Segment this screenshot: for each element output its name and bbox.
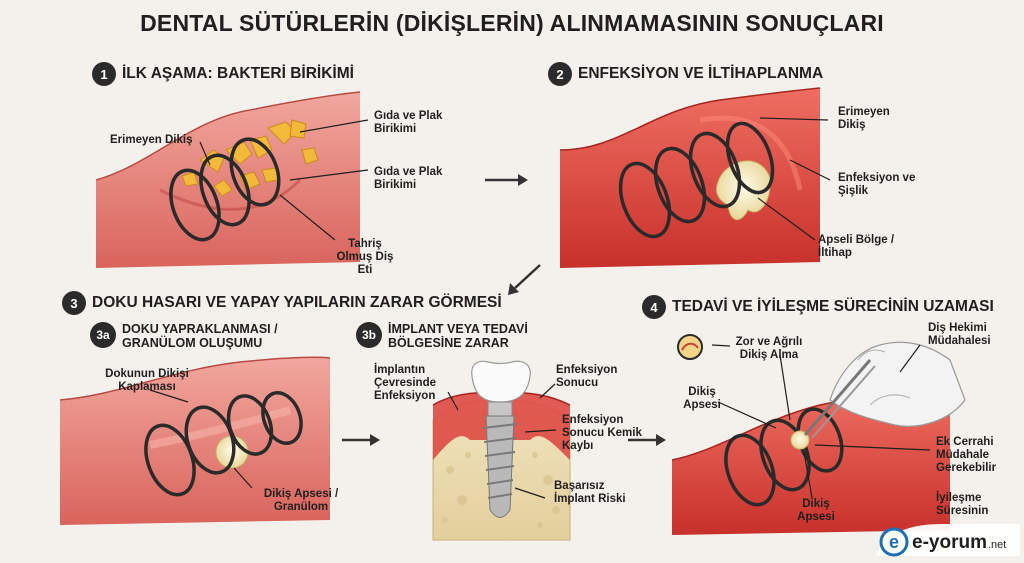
label-p4-abscess-1: Dikiş Apsesi <box>683 386 721 411</box>
suture-coil-3a <box>144 391 303 497</box>
panel-2-gum-illustration <box>559 87 822 268</box>
label-p3a-abscess: Dikiş Apsesi / Granülom <box>263 488 339 513</box>
implant-screw <box>482 415 518 518</box>
label-p3b-result: Enfeksiyon Sonucu <box>556 364 618 389</box>
step-1-label: İLK AŞAMA: BAKTERİ BİRİKİMİ <box>122 65 354 82</box>
step-1-badge: 1 <box>92 62 116 86</box>
suture-coil-2 <box>618 121 775 239</box>
step-2-label: ENFEKSİYON VE İLTİHAPLANMA <box>578 65 824 82</box>
arrow-2-to-3 <box>508 264 541 295</box>
logo-suffix: .net <box>988 539 1006 551</box>
label-p3b-around: İmplantın Çevresinde Enfeksiyon <box>374 364 437 402</box>
label-p4-healing: İyileşme Süresinin <box>936 492 989 517</box>
step-2-header: 2 ENFEKSİYON VE İLTİHAPLANMA <box>548 62 823 86</box>
substep-3b-header: 3b İMPLANT VEYA TEDAVİ BÖLGESİNE ZARAR <box>356 322 546 350</box>
logo-text: e-yorum <box>912 532 987 553</box>
label-p4-surgery: Ek Cerrahi Müdahale Gerekebilir <box>936 436 997 474</box>
suture-coil-1 <box>169 137 281 242</box>
step-2-badge: 2 <box>548 62 572 86</box>
label-p1-suture: Erimeyen Dikiş <box>110 134 193 146</box>
label-p3a-cover: Dokunun Dikişi Kaplaması <box>105 368 189 393</box>
label-p2-infection: Enfeksiyon ve Şişlik <box>838 172 916 197</box>
step-1-header: 1 İLK AŞAMA: BAKTERİ BİRİKİMİ <box>92 62 354 86</box>
label-p4-painful: Zor ve Ağrılı Dikiş Alma <box>735 336 803 361</box>
panel-3a-gum-illustration <box>59 356 331 525</box>
panel-1-gum-illustration <box>95 91 361 268</box>
step-4-header: 4 TEDAVİ VE İYİLEŞME SÜRECİNİN UZAMASI <box>642 295 994 319</box>
label-p1-gum: Tahriş Olmuş Diş Eti <box>336 238 394 276</box>
step-3-header: 3 DOKU HASARI VE YAPAY YAPILARIN ZARAR G… <box>62 291 502 315</box>
arrow-1-to-2 <box>485 174 528 186</box>
panel-4-gum-illustration <box>671 334 966 535</box>
panel-3b-implant-illustration <box>432 360 571 541</box>
label-p2-abscess: Apseli Bölge / İltihap <box>818 234 895 259</box>
label-p1-food-2: Gıda ve Plak Birikimi <box>374 166 443 191</box>
arrow-3b-to-4 <box>628 434 666 446</box>
substep-3a-label: DOKU YAPRAKLANMASI / GRANÜLOM OLUŞUMU <box>122 322 278 350</box>
step-4-label: TEDAVİ VE İYİLEŞME SÜRECİNİN UZAMASI <box>672 298 994 315</box>
page-title: DENTAL SÜTÜRLERİN (DİKİŞLERİN) ALINMAMAS… <box>140 10 884 36</box>
step-4-badge: 4 <box>642 295 666 319</box>
label-p2-suture: Erimeyen Dikiş <box>838 106 890 131</box>
label-p3b-bone: Enfeksiyon Sonucu Kemik Kaybı <box>562 414 642 452</box>
tweezers <box>803 359 876 439</box>
substep-3a-badge: 3a <box>90 322 116 348</box>
substep-3a-header: 3a DOKU YAPRAKLANMASI / GRANÜLOM OLUŞUMU <box>90 322 290 350</box>
step-3-label: DOKU HASARI VE YAPAY YAPILARIN ZARAR GÖR… <box>92 294 502 311</box>
plaque-deposits <box>181 119 319 197</box>
label-p1-food-1: Gıda ve Plak Birikimi <box>374 110 443 135</box>
label-p4-abscess-2: Dikiş Apsesi <box>797 498 835 523</box>
painful-inset <box>677 334 703 360</box>
logo-mark: e e-yorum .net <box>876 524 1020 557</box>
site-logo[interactable]: e e-yorum .net <box>872 518 1022 558</box>
svg-text:e: e <box>889 532 899 552</box>
substep-3b-badge: 3b <box>356 322 382 348</box>
step-3-badge: 3 <box>62 291 86 315</box>
arrow-3a-to-3b <box>342 434 380 446</box>
dentist-hand <box>829 341 966 427</box>
substep-3b-label: İMPLANT VEYA TEDAVİ BÖLGESİNE ZARAR <box>388 322 528 350</box>
label-p4-dentist: Diş Hekimi Müdahalesi <box>928 322 991 347</box>
label-p3b-fail: Başarısız İmplant Riski <box>554 480 626 505</box>
